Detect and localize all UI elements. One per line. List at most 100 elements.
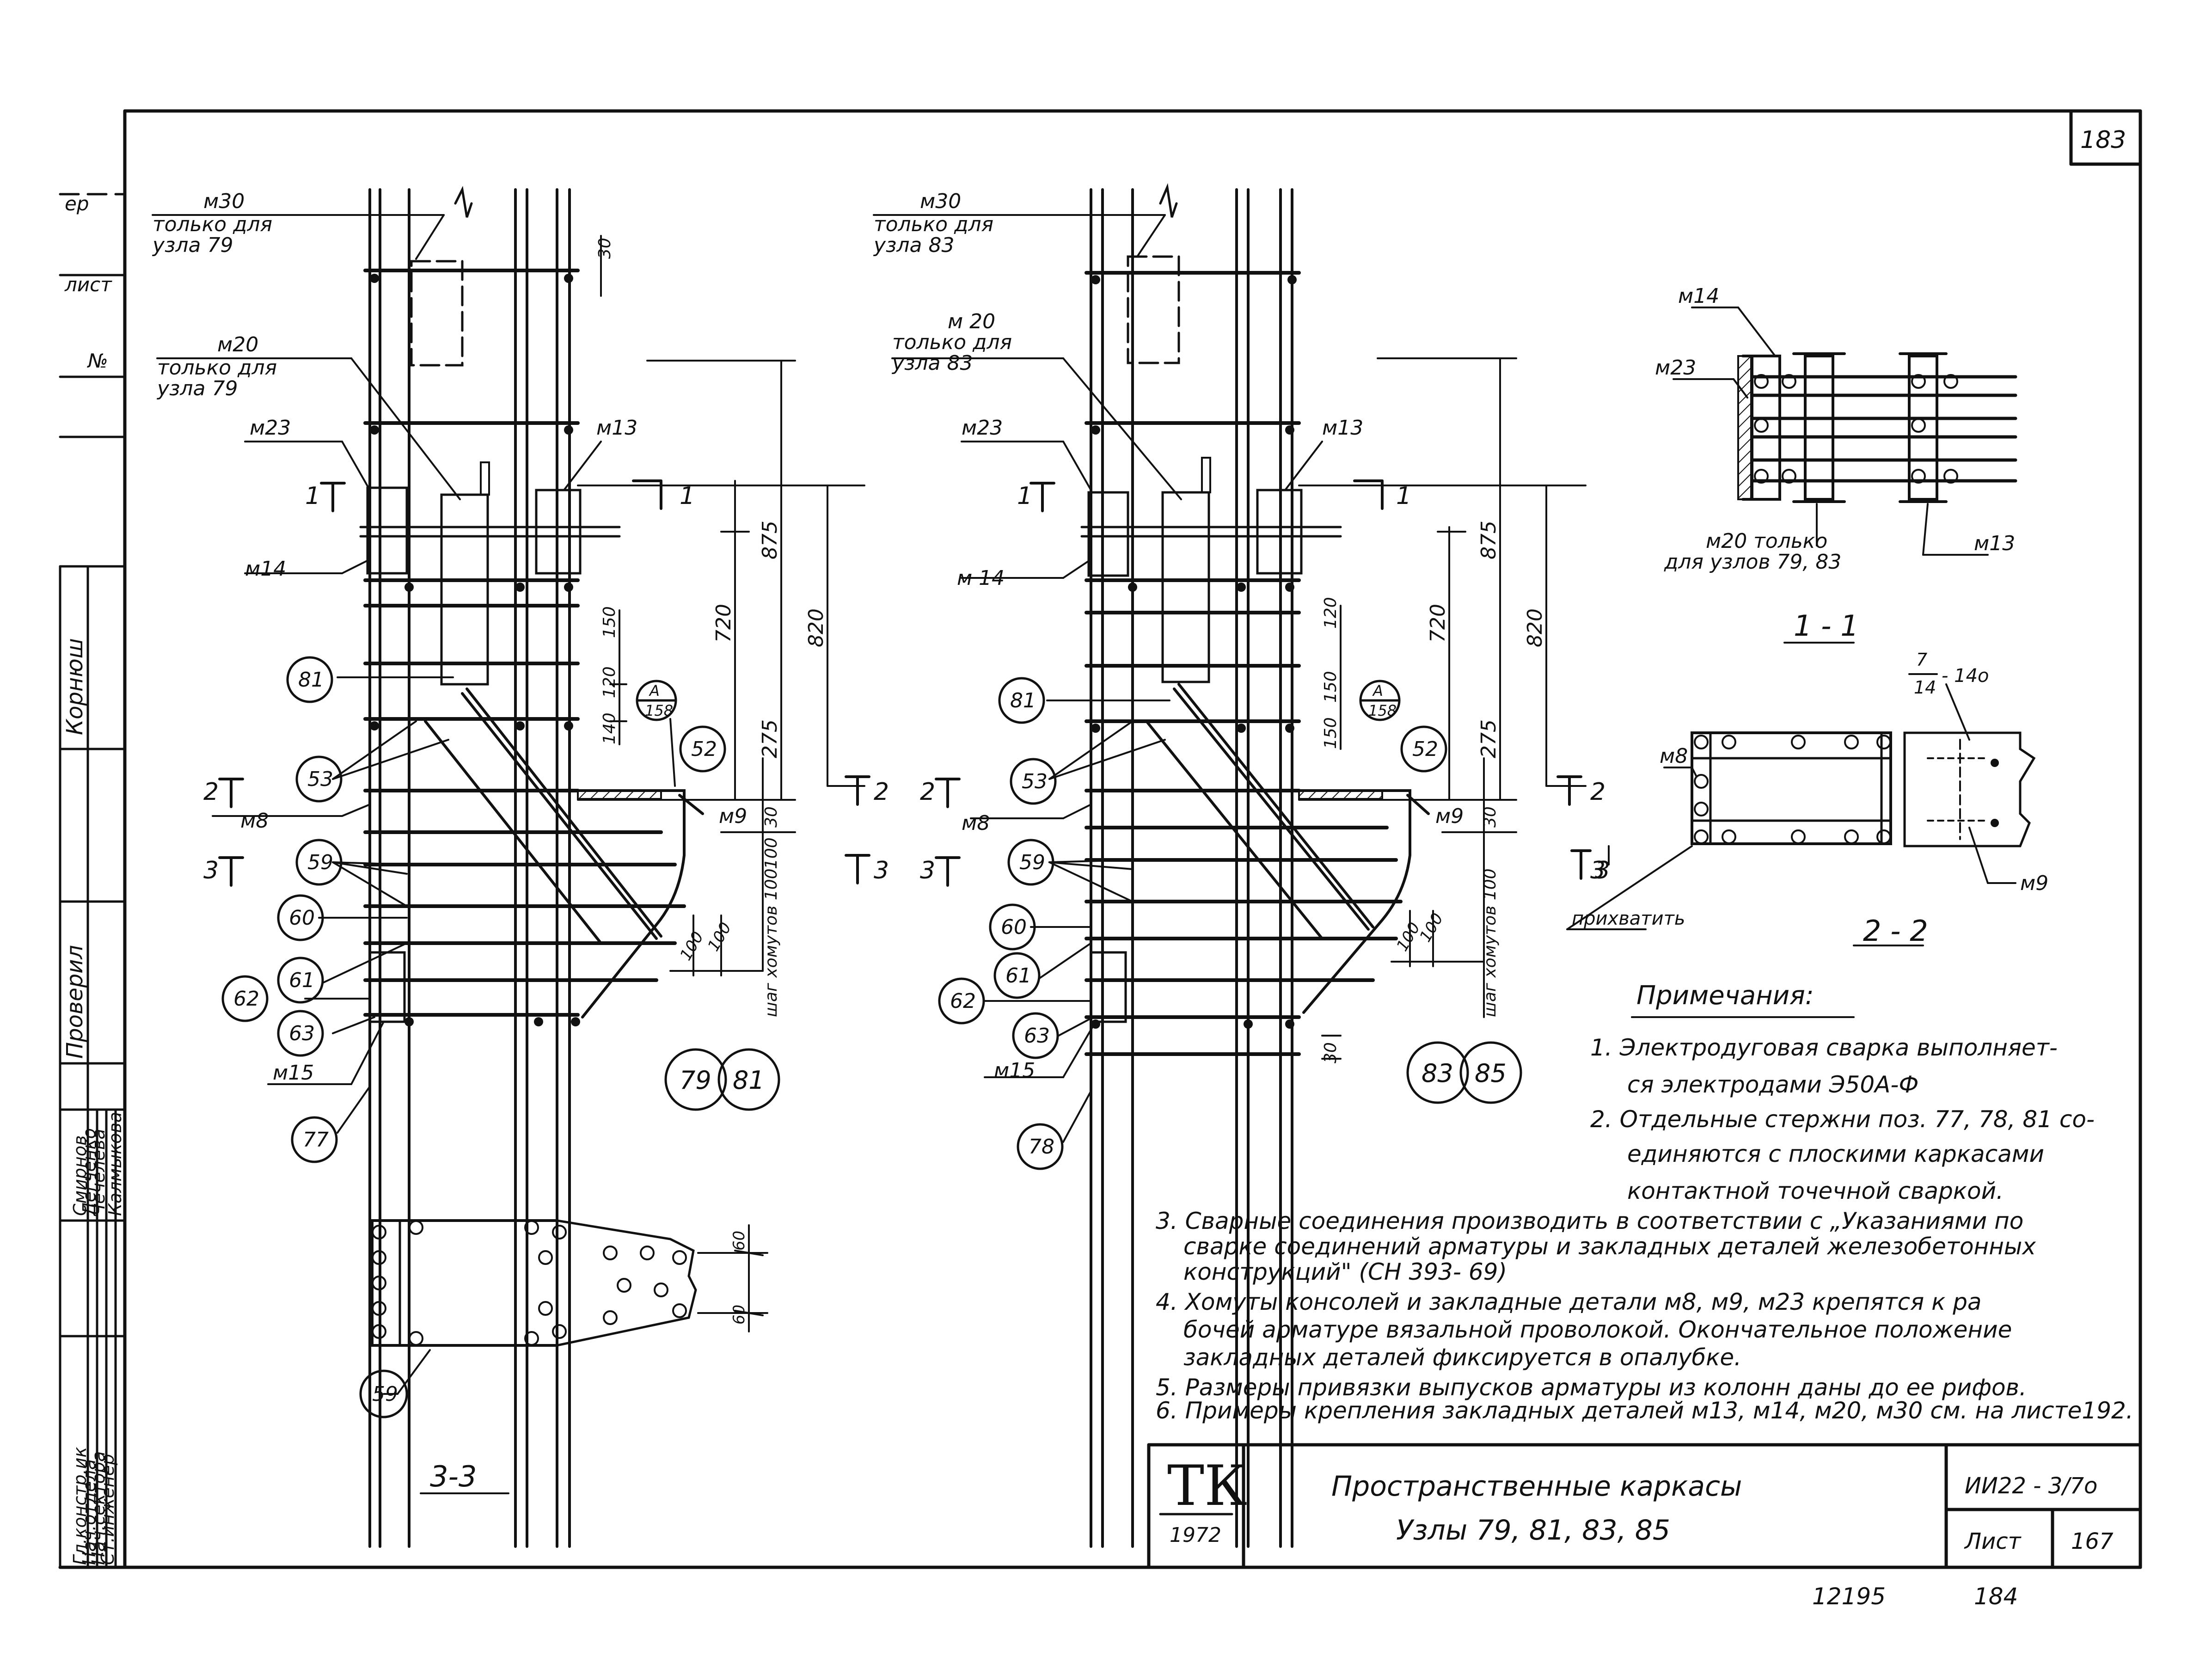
- left-node-drawing: [152, 186, 870, 1548]
- right-dim-720: 720: [1426, 604, 1450, 643]
- left-circle-59: 59: [307, 851, 333, 874]
- left-circle-61: 61: [289, 969, 315, 992]
- stamp-top-label: ер: [65, 192, 89, 215]
- right-ref-a: А: [1372, 682, 1383, 700]
- right-dim-100-b: 100: [1416, 910, 1447, 945]
- note-line-11: закладных деталей фиксируется в опалубке…: [1183, 1344, 1742, 1371]
- right-dim-30: 30: [1321, 1042, 1340, 1063]
- left-section-3b: 3: [874, 857, 889, 884]
- section-3-3-drawing: [359, 1219, 768, 1494]
- right-m20-label: м 20: [948, 310, 995, 333]
- right-circle-60: 60: [1001, 915, 1027, 939]
- right-dim-150-b: 150: [1321, 717, 1340, 749]
- right-circle-81: 81: [1010, 689, 1036, 712]
- left-m20-note-1: только для: [157, 356, 277, 380]
- right-m8-label: м8: [962, 811, 990, 835]
- right-m30-note-2: узла 83: [873, 233, 955, 257]
- s11-m13-label: м13: [1974, 532, 2015, 555]
- s22-m8-label: м8: [1660, 744, 1688, 768]
- right-circle-61: 61: [1005, 964, 1031, 988]
- left-dim-30: 30: [762, 806, 781, 828]
- left-dim-30-top: 30: [595, 238, 614, 259]
- s11-m20-note-1: м20 только: [1706, 529, 1827, 553]
- s22-section-mark: 3: [1595, 857, 1610, 884]
- tb-logo: ТК: [1167, 1454, 1247, 1518]
- right-m23-label: м23: [962, 416, 1003, 440]
- right-m20-note-1: только для: [892, 331, 1012, 354]
- left-node-id-81: 81: [733, 1066, 765, 1095]
- right-dim-820: 820: [1523, 608, 1547, 647]
- s11-m14-label: м14: [1678, 284, 1719, 308]
- note-line-1: 1. Электродуговая сварка выполняет-: [1590, 1034, 2058, 1061]
- left-m8-label: м8: [240, 809, 269, 833]
- bottom-number-left: 12195: [1812, 1583, 1886, 1610]
- stamp-no-label: №: [87, 350, 108, 372]
- tb-title-2: Узлы 79, 81, 83, 85: [1396, 1514, 1670, 1547]
- right-m13-label: м13: [1322, 416, 1363, 440]
- left-m30-note-1: только для: [153, 213, 272, 236]
- s22-fraction-num: 7: [1916, 650, 1927, 670]
- left-section-2b: 2: [874, 778, 889, 806]
- s33-circle-59: 59: [372, 1382, 398, 1406]
- s22-m9-label: м9: [2020, 871, 2048, 895]
- right-section-1a: 1: [1017, 482, 1032, 510]
- right-circle-78: 78: [1029, 1135, 1054, 1159]
- left-dim-100-vert: 100: [762, 837, 781, 869]
- right-dim-30-b: 30: [1481, 806, 1500, 828]
- right-section-3a: 3: [920, 857, 935, 884]
- left-dim-150: 150: [600, 606, 619, 638]
- right-circle-59: 59: [1019, 851, 1045, 874]
- note-line-4: единяются с плоскими каркасами: [1627, 1141, 2044, 1167]
- note-line-2: ся электродами Э50А-Ф: [1627, 1071, 1919, 1098]
- right-section-3b: 3: [1590, 857, 1605, 884]
- left-m20-label: м20: [217, 333, 258, 356]
- role-3: Нач.сектора: [88, 1451, 109, 1565]
- right-section-2b: 2: [1590, 778, 1605, 806]
- right-m30-label: м30: [920, 190, 961, 213]
- s22-weld-note: прихватить: [1572, 908, 1685, 929]
- role-2: Нач.отдела: [79, 1459, 99, 1565]
- left-section-2a: 2: [203, 778, 219, 806]
- left-m13-label: м13: [596, 416, 637, 440]
- s33-title: 3-3: [430, 1460, 477, 1493]
- s11-title: 1 - 1: [1794, 609, 1859, 643]
- s33-dim-60-b: 60: [730, 1305, 748, 1325]
- s11-m20-note-2: для узлов 79, 83: [1664, 550, 1841, 574]
- left-dim-140: 140: [600, 712, 619, 744]
- tb-sheet-no: 167: [2071, 1528, 2114, 1554]
- note-line-5: контактной точечной сваркой.: [1627, 1178, 2004, 1204]
- tb-title-1: Пространственные каркасы: [1331, 1470, 1742, 1503]
- right-m15-label: м15: [994, 1059, 1035, 1082]
- s22-fraction-den: 14: [1914, 677, 1936, 698]
- s33-dim-60-a: 60: [730, 1231, 748, 1251]
- left-circle-60: 60: [289, 906, 315, 930]
- stamp-list-label: лист: [64, 273, 112, 296]
- page-number-top: 183: [2080, 126, 2126, 154]
- right-dim-120: 120: [1321, 597, 1340, 629]
- right-dim-150-a: 150: [1321, 671, 1340, 703]
- name-4: Калмыкова: [105, 1112, 125, 1216]
- section-1-1-drawing: [1673, 307, 2017, 644]
- note-line-8: конструкций" (СН 393- 69): [1183, 1258, 1507, 1285]
- left-dim-720: 720: [712, 604, 735, 643]
- notes-heading: Примечания:: [1636, 981, 1814, 1011]
- right-dim-275: 275: [1477, 719, 1501, 758]
- s22-title: 2 - 2: [1863, 914, 1928, 948]
- right-circle-52: 52: [1412, 737, 1438, 761]
- note-line-6: 3. Сварные соединения производить в соот…: [1156, 1208, 2024, 1234]
- sheet-frame: [58, 109, 2142, 1569]
- tb-doc-code: ИИ22 - 3/7о: [1965, 1473, 2097, 1499]
- section-2-2-drawing: [1566, 673, 2036, 946]
- left-dim-275: 275: [758, 719, 782, 758]
- note-line-13: 6. Примеры крепления закладных деталей м…: [1156, 1397, 2133, 1424]
- right-dim-875: 875: [1477, 521, 1501, 559]
- right-stirrup-label: шаг хомутов 100: [1481, 868, 1500, 1017]
- left-stirrup-label: шаг хомутов 100: [762, 868, 781, 1017]
- checked-name: Корнюш: [62, 638, 88, 735]
- right-m30-note-1: только для: [874, 213, 993, 236]
- s22-fraction-suffix: - 14о: [1942, 665, 1989, 687]
- left-dim-100-b: 100: [704, 919, 735, 954]
- left-dim-820: 820: [804, 608, 828, 647]
- right-section-2a: 2: [920, 778, 935, 806]
- right-node-id-83: 83: [1422, 1059, 1453, 1088]
